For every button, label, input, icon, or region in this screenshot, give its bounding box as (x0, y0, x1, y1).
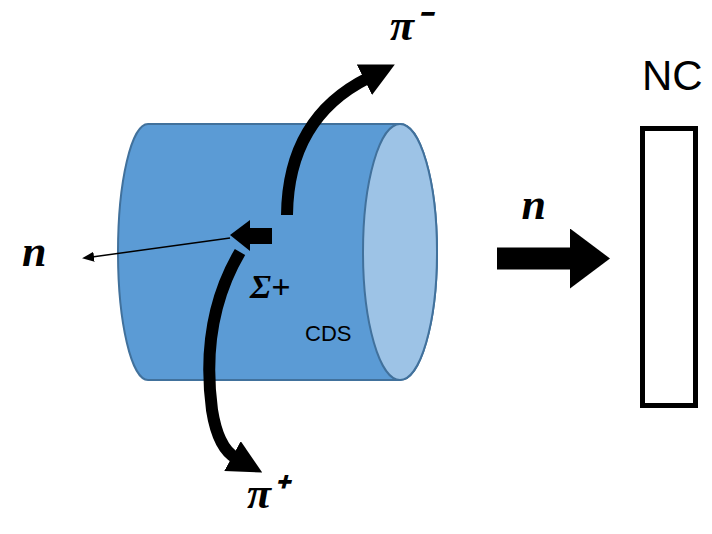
particle-label: n (522, 181, 546, 229)
cds-cylinder: Σ+ CDS (110, 120, 440, 385)
particle-label: π⁺ (247, 470, 286, 518)
particle-label: n (22, 228, 46, 276)
particle-label: π⁻ (390, 2, 429, 50)
cylinder-outline (110, 120, 440, 385)
neutron-flight-arrow (497, 248, 570, 270)
particle-label: Σ+ (250, 268, 290, 305)
nc-detector: NC (640, 126, 698, 408)
detector-label: CDS (305, 322, 351, 346)
detector-label: NC (642, 53, 703, 99)
